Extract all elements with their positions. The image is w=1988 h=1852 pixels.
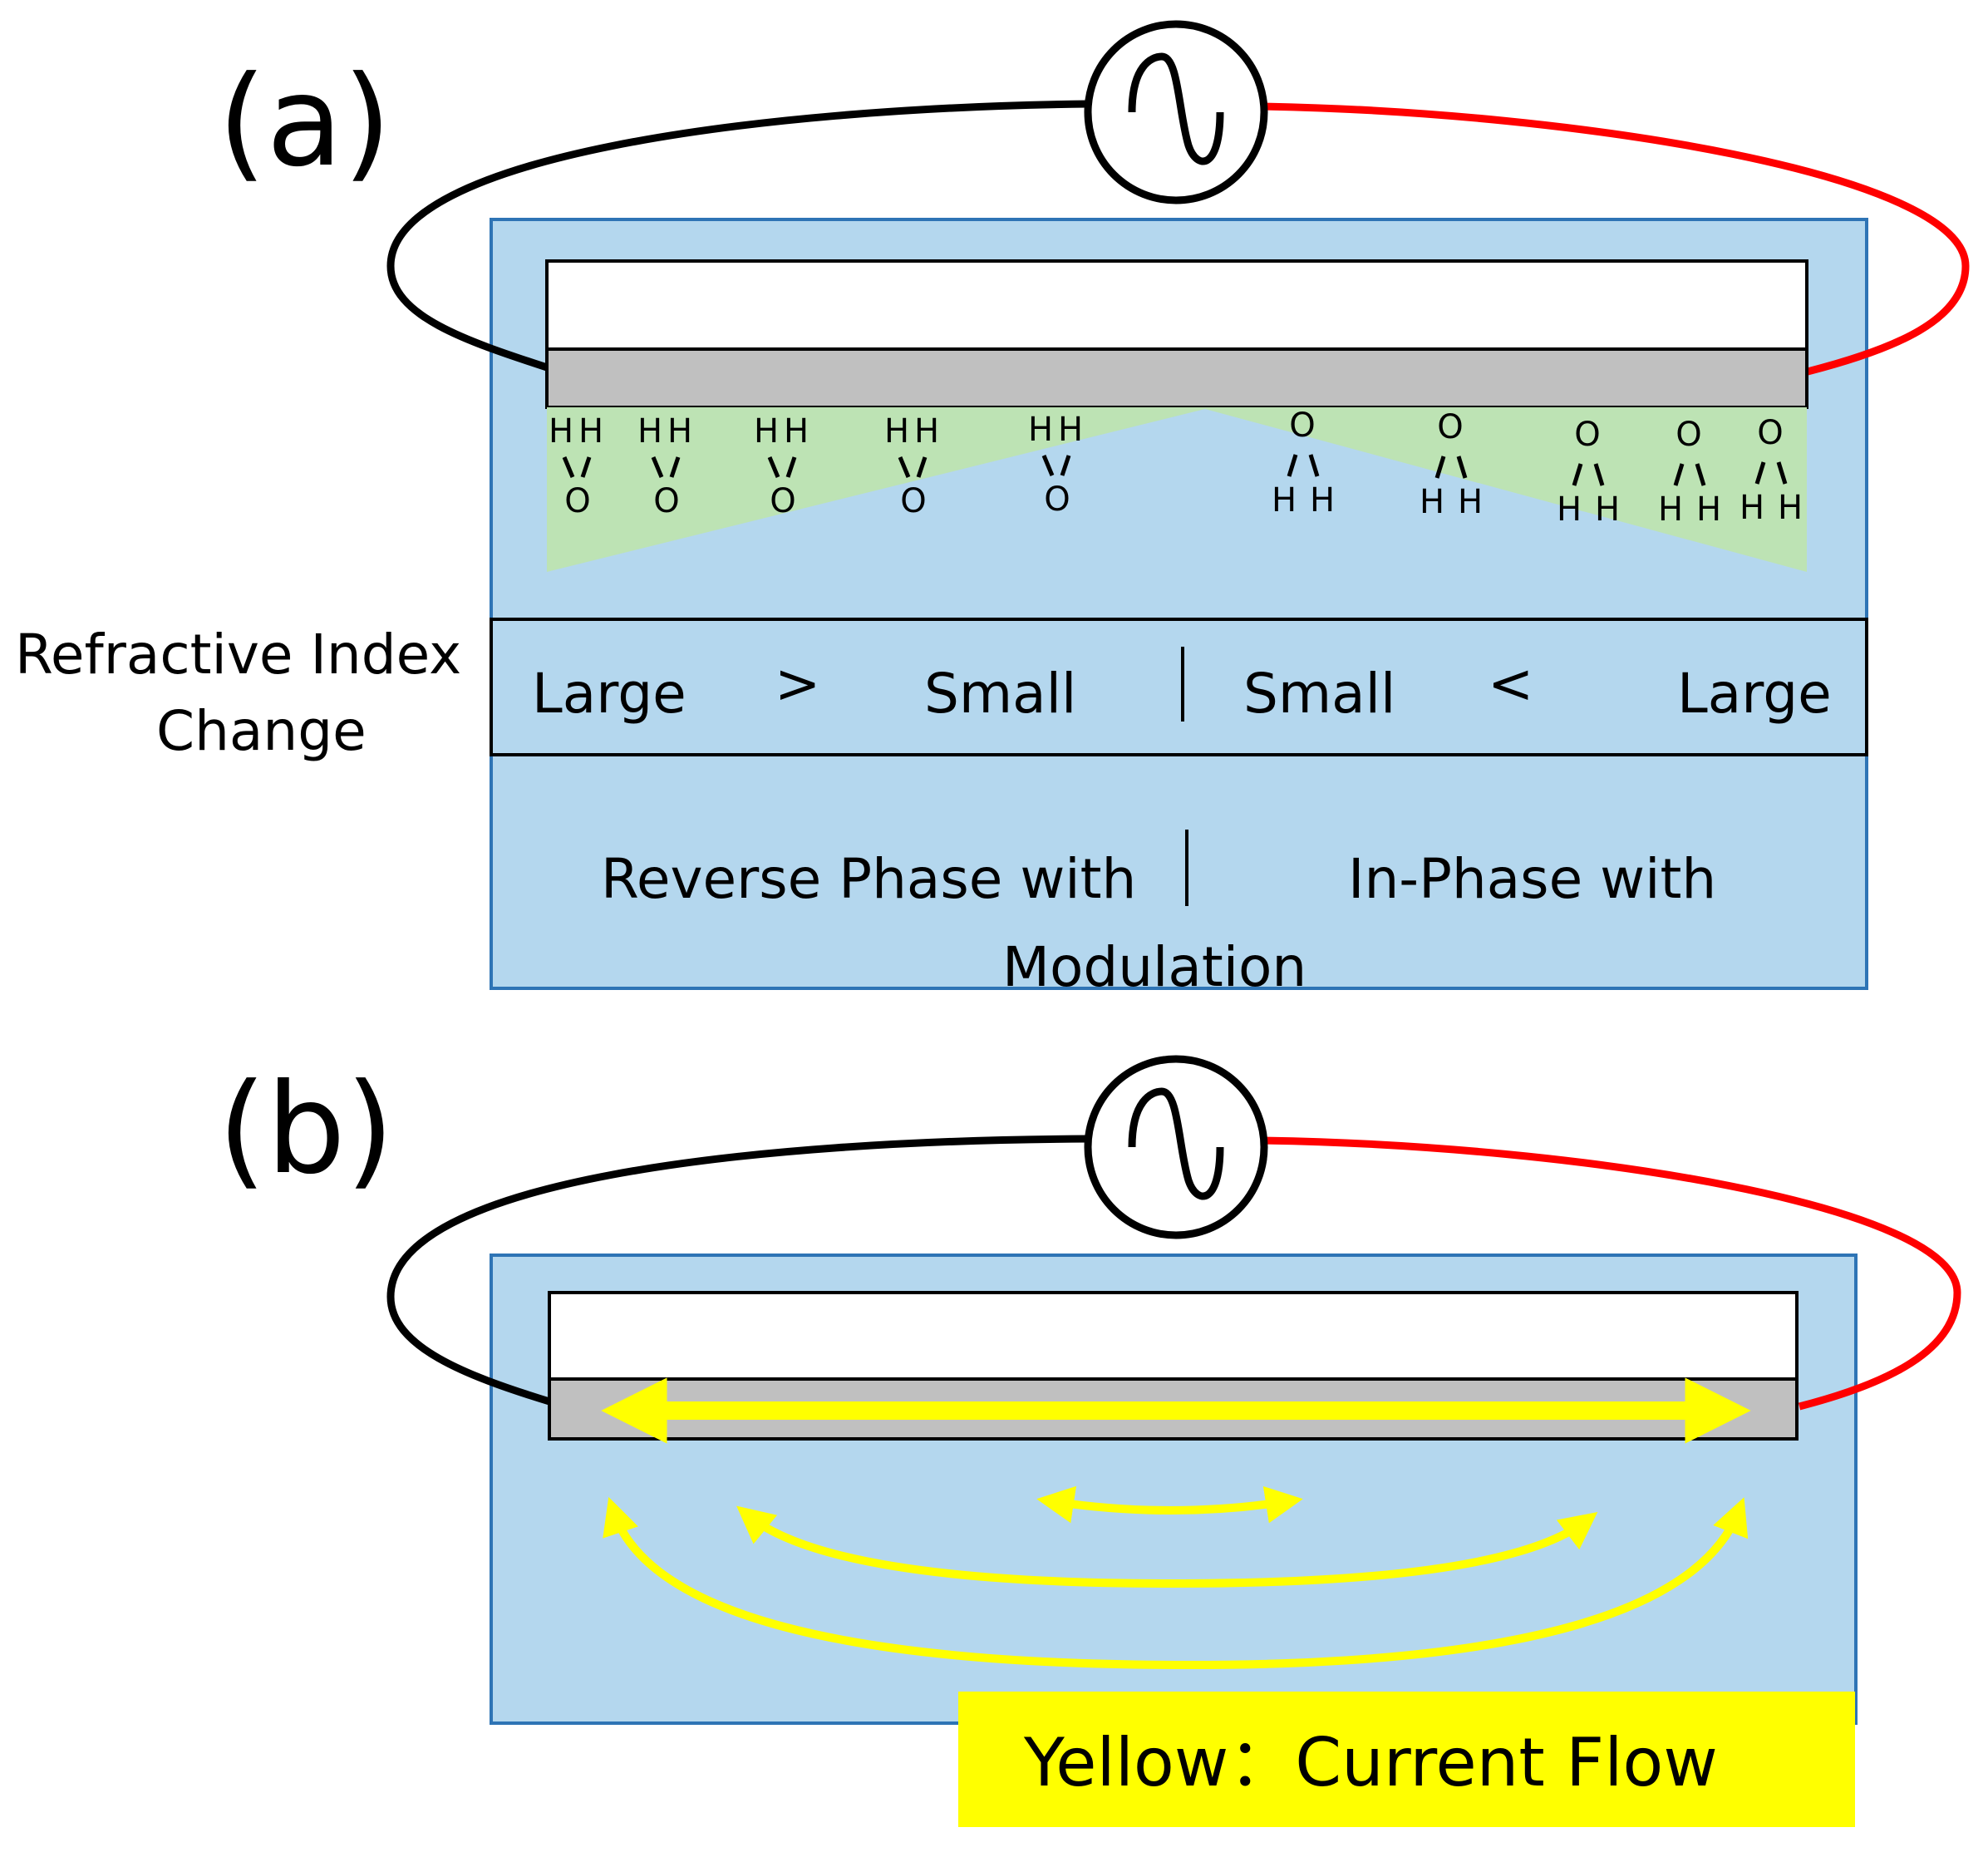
bond-line [1695,463,1706,486]
electrode-a [545,347,1808,409]
bond-line [1041,455,1055,476]
oxygen-atom: O [900,482,926,520]
oxygen-atom: O [1044,480,1070,519]
refractive-index-band [490,618,1868,756]
bond-line [785,456,797,478]
bond-line [1308,454,1320,477]
hydrogen-atom: H [1310,481,1335,520]
water-layer [547,407,1807,572]
hydrogen-atom: H [754,412,779,451]
hydrogen-atom: H [637,412,662,451]
wire-left-b [386,1135,1090,1406]
bond-line [767,456,780,478]
hydrogen-atom: H [667,412,692,451]
bidirectional-arrow-icon [736,1505,1598,1588]
index-less-than: < [1488,652,1533,716]
hydrogen-atom: H [1058,411,1083,449]
phase-in-text: In-Phase with [1348,847,1716,911]
panel-b-label: (b) [218,1057,394,1202]
hydrogen-atom: H [1557,490,1582,529]
bond-line [916,456,928,478]
bond-line [1673,463,1685,486]
hydrogen-atom: H [1658,490,1683,529]
refractive-index-label-line2: Change [156,699,367,763]
hydrogen-atom: H [784,412,809,451]
panel-b: (b) Yellow：Current Flow [218,1055,1961,1827]
hydrogen-atom: H [1740,489,1764,527]
bond-line [1060,455,1071,476]
hydrogen-atom: H [1028,411,1053,449]
bond-line [1572,463,1583,486]
index-left-large: Large [532,662,686,726]
phase-modulation-text: Modulation [1002,935,1306,999]
bond-line [1593,463,1605,486]
wire-left-a [386,100,1090,372]
oxygen-atom: O [564,482,590,520]
legend-text: Yellow：Current Flow [1023,1724,1718,1801]
current-arrows [601,1377,1751,1670]
hydrogen-atom: H [1420,483,1444,521]
oxygen-atom: O [1757,414,1783,452]
wire-right-a [1262,102,1970,376]
refractive-index-label-line1: Refractive Index [15,623,461,687]
bond-line [1456,456,1468,479]
bond-line [1287,454,1298,477]
bond-line [898,456,911,478]
hydrogen-atom: H [1272,481,1297,520]
bond-line [562,456,575,478]
oxygen-atom: O [1289,406,1315,445]
index-right-small: Small [1243,662,1395,726]
legend-box [958,1692,1855,1827]
hydrogen-atom: H [1696,490,1721,529]
hydrogen-atom: H [1595,490,1620,529]
bond-line [1434,456,1446,479]
index-left-small: Small [924,662,1076,726]
oxygen-atom: O [1437,408,1463,446]
substrate-a [545,259,1808,351]
hydrogen-atom: H [1458,483,1483,521]
substrate-b [548,1291,1799,1381]
panel-a-label: (a) [218,50,391,195]
ac-source-icon [1084,20,1268,204]
oxygen-atom: O [770,482,795,520]
bond-line [651,456,664,478]
oxygen-atom: O [1676,416,1701,454]
hydrogen-atom: H [884,412,909,451]
oxygen-atom: O [653,482,679,520]
hydrogen-atom: H [549,412,573,451]
hydrogen-atom: H [578,412,603,451]
hydrogen-atom: H [1778,489,1803,527]
bond-line [1776,461,1788,485]
wire-right-b [1262,1136,1961,1411]
index-greater-than: > [775,652,820,716]
phase-reverse-text: Reverse Phase with [601,847,1136,911]
ac-source-icon [1084,1055,1268,1239]
hydrogen-atom: H [914,412,939,451]
bond-line [669,456,681,478]
bond-line [1754,461,1766,485]
bond-line [580,456,592,478]
index-right-large: Large [1677,662,1832,726]
oxygen-atom: O [1574,416,1600,454]
bidirectional-arrow-icon [603,1496,1749,1670]
